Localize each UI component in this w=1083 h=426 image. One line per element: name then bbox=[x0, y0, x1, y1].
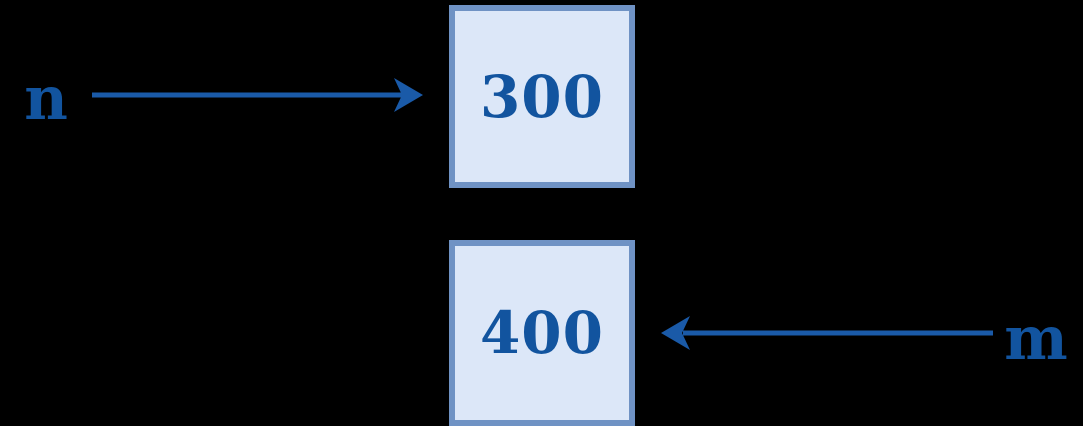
m-arrowhead-icon bbox=[661, 316, 690, 350]
n-arrow bbox=[92, 78, 423, 112]
m-arrow bbox=[661, 316, 993, 350]
n-arrowhead-icon bbox=[394, 78, 423, 112]
memory-box-m: 400 bbox=[449, 240, 635, 426]
memory-box-n: 300 bbox=[449, 5, 635, 188]
variable-label-n: n bbox=[24, 64, 68, 134]
memory-box-m-value: 400 bbox=[479, 299, 605, 367]
memory-box-n-value: 300 bbox=[479, 62, 605, 131]
variable-label-m: m bbox=[1004, 304, 1068, 374]
